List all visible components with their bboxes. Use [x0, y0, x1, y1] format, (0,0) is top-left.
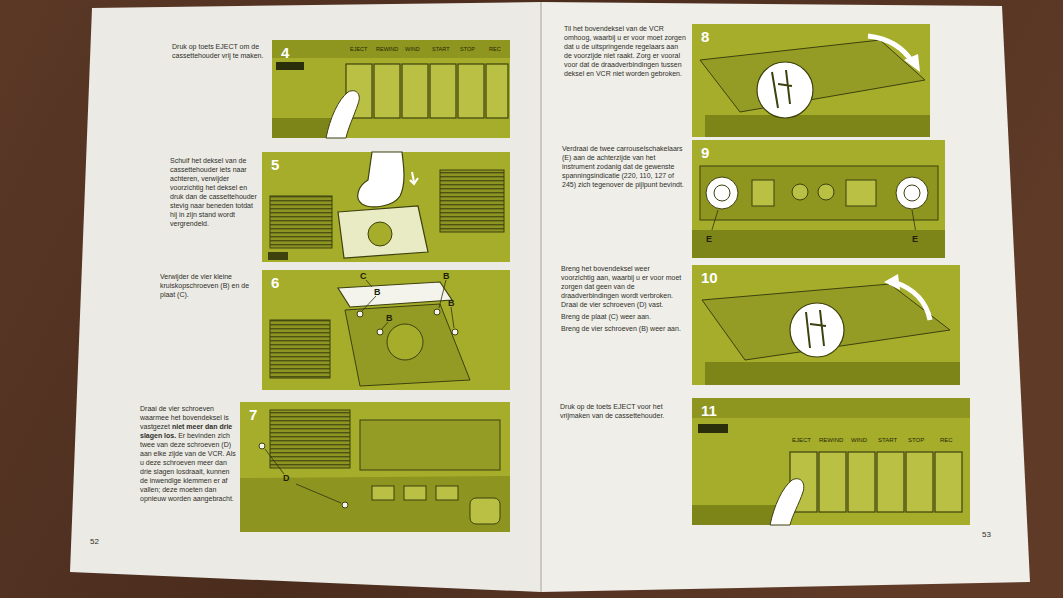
button-label: REWIND: [376, 46, 398, 54]
button-label: STOP: [460, 46, 475, 54]
illustration-panel: 7: [240, 402, 510, 532]
part-letter: B: [443, 271, 450, 282]
instruction-text: Schuif het deksel van de cassettehouder …: [170, 156, 258, 228]
button-label: EJECT: [350, 46, 367, 54]
step-number: 6: [271, 275, 279, 291]
illustration-panel: 8: [692, 24, 930, 137]
illustration-panel: 10: [692, 265, 960, 385]
step-number: 11: [701, 403, 717, 419]
button-label: REC: [940, 436, 953, 444]
instruction-text: Verdraai de twee carrouselschakelaars (E…: [562, 144, 686, 189]
instruction-text: Til het bovendeksel van de VCR omhoog, w…: [564, 24, 686, 78]
step-number: 5: [271, 157, 279, 173]
instruction-text: Verwijder de vier kleine kruiskopschroev…: [160, 272, 258, 299]
step-number: 7: [249, 407, 257, 423]
part-letter: D: [283, 473, 290, 484]
step-number: 9: [701, 145, 709, 161]
button-label: WIND: [851, 436, 867, 444]
step-number: 10: [701, 270, 718, 286]
part-letter: B: [448, 298, 455, 309]
button-label: WIND: [405, 46, 420, 54]
button-label: EJECT: [792, 436, 811, 444]
instruction-text: Breng de vier schroeven (B) weer aan.: [561, 324, 683, 333]
instruction-text: Breng de plaat (C) weer aan.: [561, 312, 683, 321]
illustration-panel: 9: [692, 140, 945, 258]
illustration-panel: 4: [272, 40, 510, 138]
instruction-text: Er bevinden zich twee van deze schroeven…: [140, 432, 236, 502]
illustration-panel: 5: [262, 152, 510, 262]
illustration-panel: 6: [262, 270, 510, 390]
instruction-text: Druk op de toets EJECT voor het vrijmake…: [560, 402, 682, 420]
page-number: 53: [982, 530, 991, 540]
illustration-panel: 11: [692, 398, 970, 525]
instruction-block: Breng het bovendeksel weer voorzichtig a…: [561, 264, 683, 333]
instruction-text: Breng het bovendeksel weer voorzichtig a…: [561, 264, 683, 309]
part-letter: B: [386, 313, 393, 324]
part-letter: E: [912, 234, 918, 245]
button-label: REC: [489, 46, 501, 54]
part-letter: E: [706, 234, 712, 245]
instruction-block: Draai de vier schroeven waarmee het bove…: [140, 404, 236, 503]
instruction-text: Druk op toets EJECT om de cassettehouder…: [172, 42, 264, 60]
button-label: START: [878, 436, 897, 444]
part-letter: C: [360, 271, 367, 282]
button-label: REWIND: [819, 436, 843, 444]
step-number: 8: [701, 29, 709, 45]
button-label: STOP: [908, 436, 924, 444]
part-letter: B: [374, 287, 381, 298]
step-number: 4: [281, 45, 289, 61]
button-label: START: [432, 46, 450, 54]
page-number: 52: [90, 537, 99, 547]
